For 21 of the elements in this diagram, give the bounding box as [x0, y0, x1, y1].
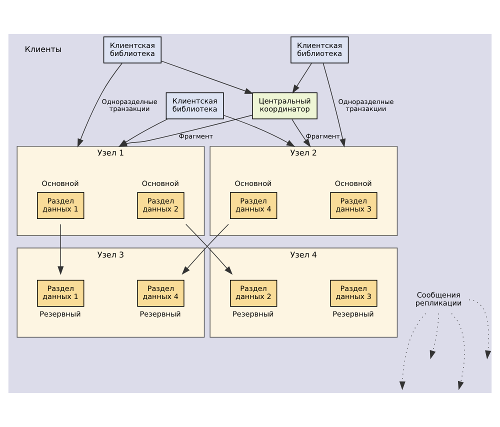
arrow [58, 224, 64, 275]
arrow [77, 62, 123, 148]
node-box: Клиентская библиотека [290, 36, 349, 64]
arrow [223, 114, 296, 147]
node-text: Сообщения репликации [415, 290, 462, 308]
node-label: Резервный [140, 310, 181, 319]
arrow [161, 60, 254, 94]
node-label: Резервный [332, 310, 374, 319]
arrow [322, 62, 346, 148]
node-box: Клиентская библиотека [103, 36, 162, 64]
node-label: Основной [234, 178, 272, 188]
node-label: Основной [42, 178, 79, 188]
node-label: Основной [142, 178, 179, 188]
arrow [430, 313, 439, 360]
arrow [292, 118, 311, 148]
node-label: Резервный [232, 310, 274, 319]
node-box: Клиентская библиотека [166, 92, 224, 120]
arrow [292, 62, 312, 94]
node-label: Резервный [40, 310, 81, 319]
node-box: Центральный координатор [252, 92, 318, 120]
node-label: Основной [334, 178, 372, 188]
